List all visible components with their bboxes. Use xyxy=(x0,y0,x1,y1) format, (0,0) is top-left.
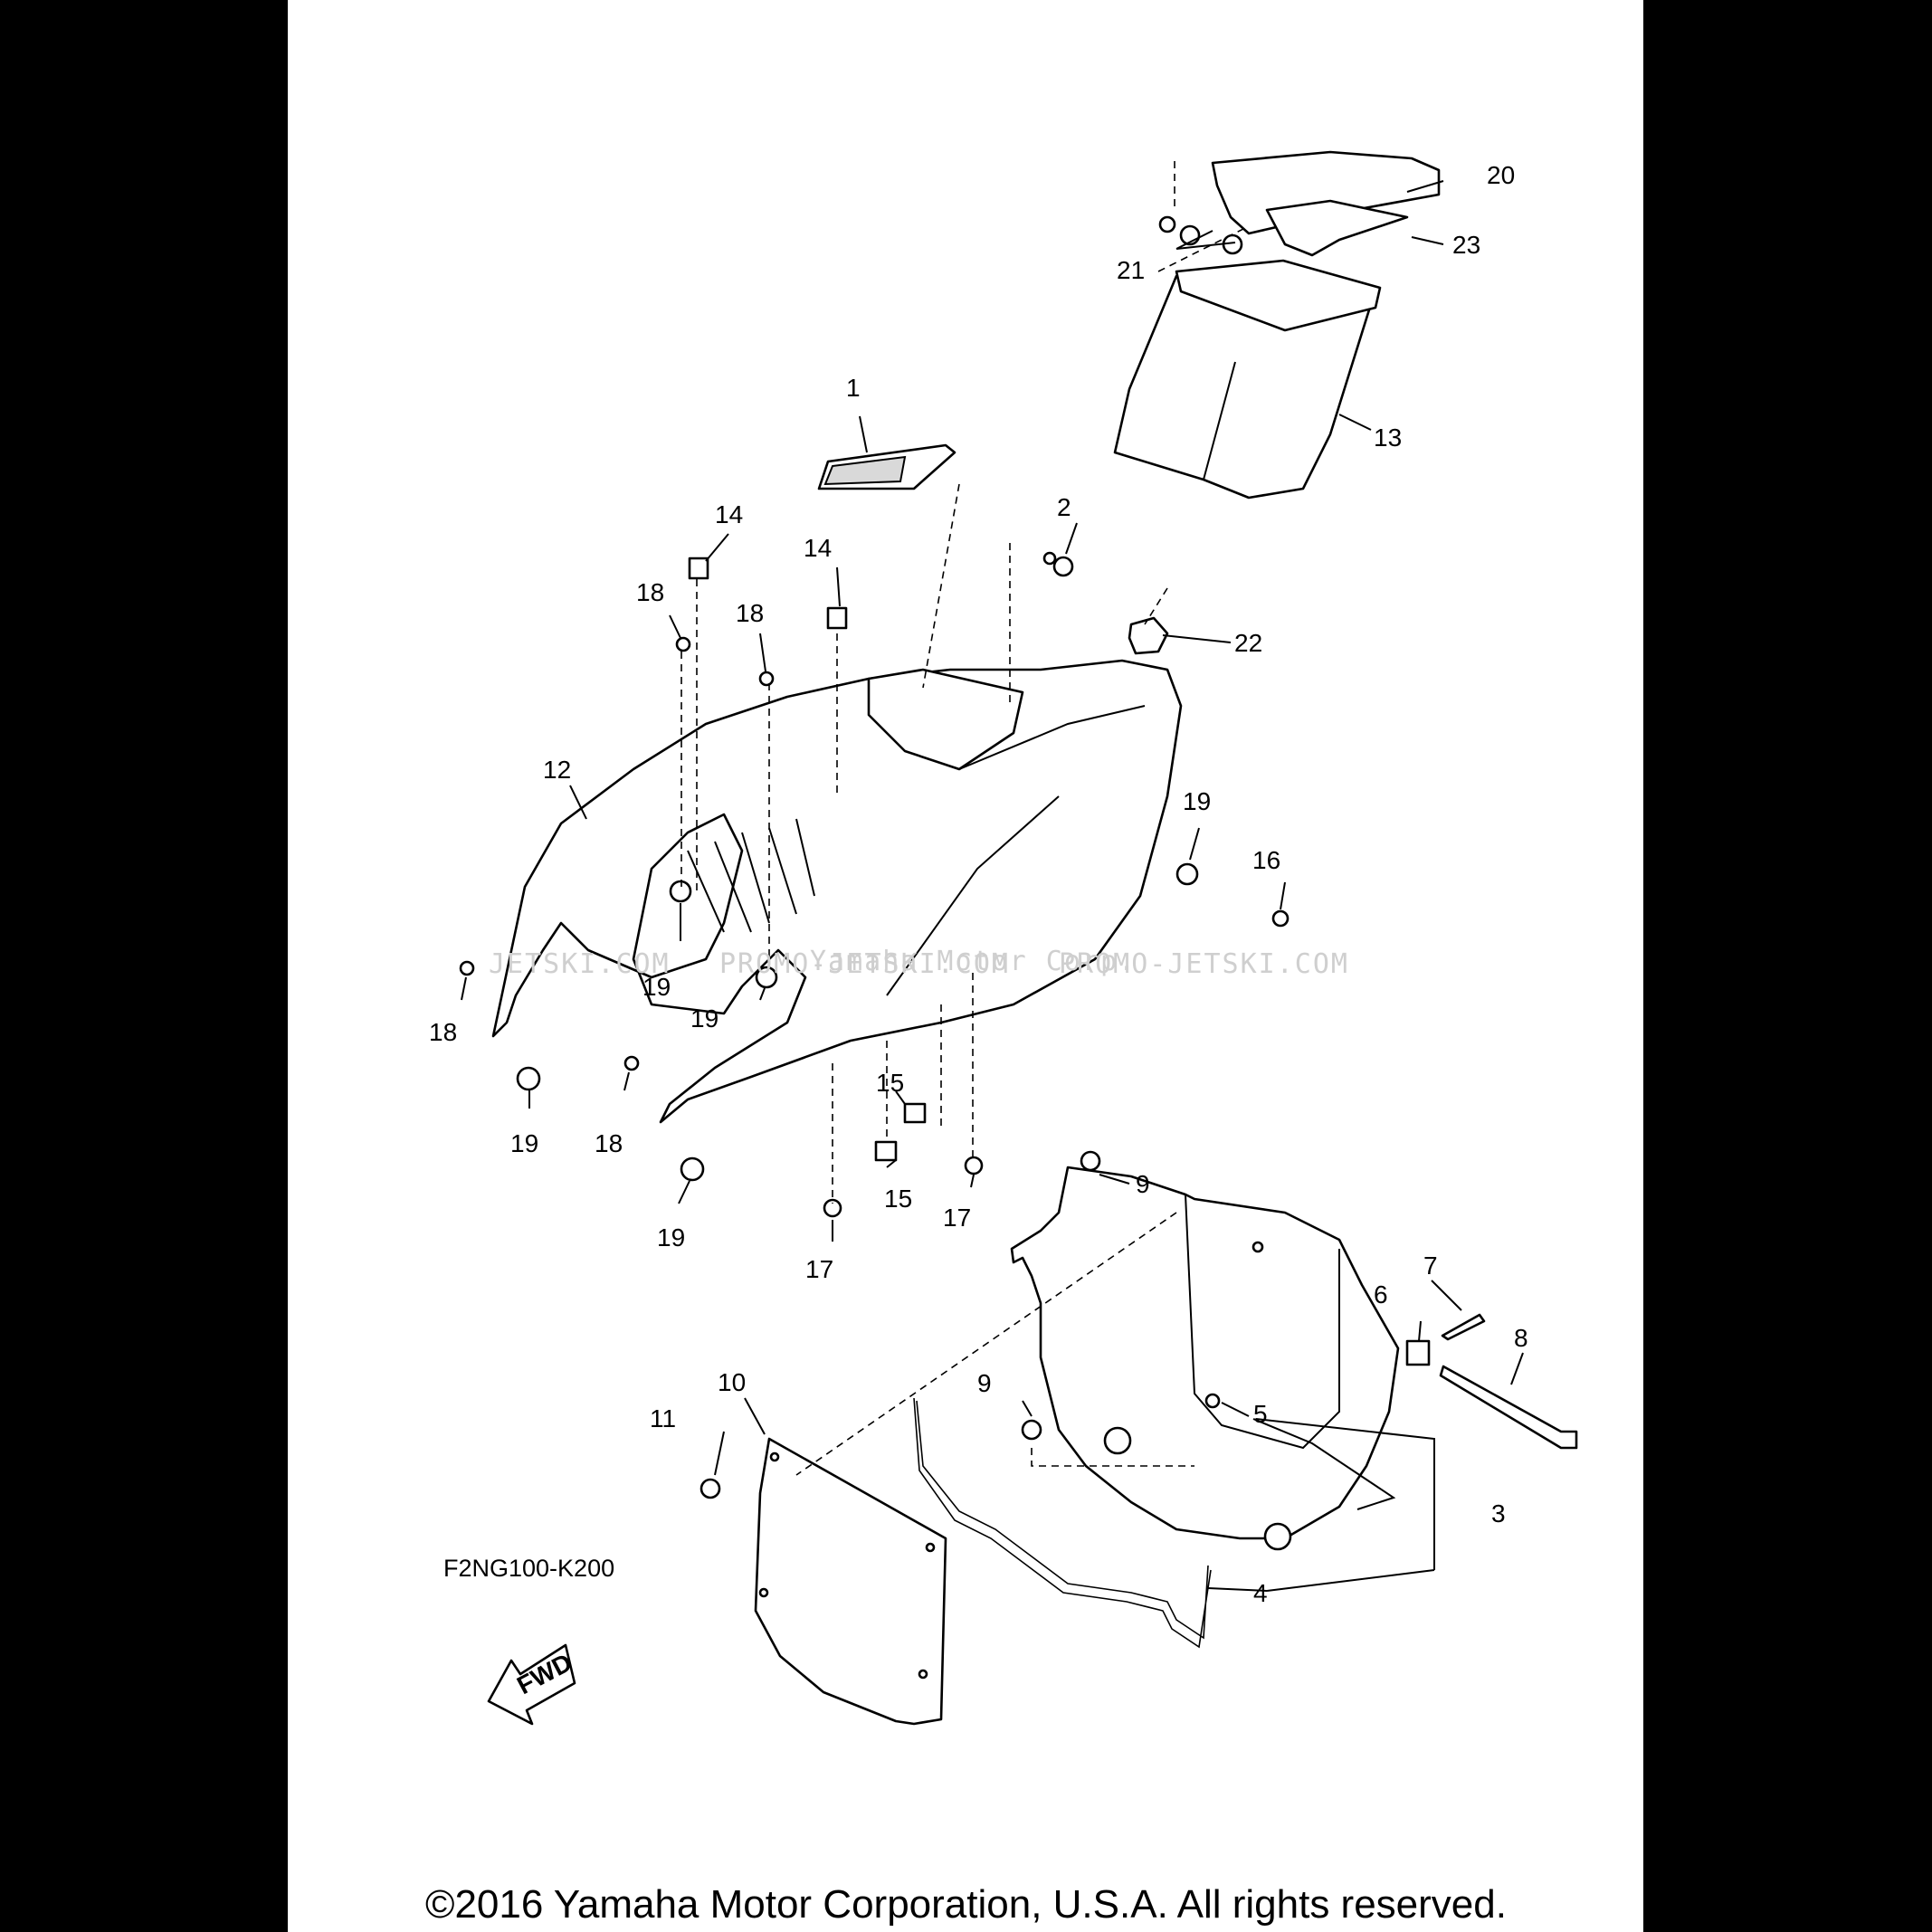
forward-arrow-icon: FWD xyxy=(487,1643,576,1726)
leader-lines xyxy=(461,180,1524,1592)
part-20-cover xyxy=(1211,150,1441,257)
callout-19d: 19 xyxy=(510,1129,538,1157)
callout-18d: 18 xyxy=(595,1129,623,1157)
callout-19e: 19 xyxy=(657,1223,685,1252)
callout-19b: 19 xyxy=(690,1004,719,1033)
part-12-deck xyxy=(491,659,1183,1124)
part-19-nut-e xyxy=(680,1156,705,1182)
part-3-tray xyxy=(1010,1166,1400,1551)
callout-7: 7 xyxy=(1423,1252,1438,1280)
part-9-screw-b xyxy=(1021,1419,1042,1441)
callout-12: 12 xyxy=(543,756,571,784)
callout-9b: 9 xyxy=(977,1369,992,1397)
part-8-band xyxy=(1439,1365,1578,1450)
callout-19a: 19 xyxy=(642,973,671,1001)
part-2-bolt xyxy=(1042,551,1074,577)
part-16-bolt xyxy=(1271,909,1290,928)
copyright-notice: ©2016 Yamaha Motor Corporation, U.S.A. A… xyxy=(425,1882,1507,1927)
callout-18a: 18 xyxy=(636,578,664,606)
callout-labels: 1 2 3 4 5 6 7 8 9 9 10 11 12 13 14 14 15… xyxy=(429,161,1528,1607)
part-17-bolt-a xyxy=(964,1156,984,1175)
callout-17a: 17 xyxy=(943,1204,971,1232)
callout-2: 2 xyxy=(1057,493,1071,521)
callout-15a: 15 xyxy=(876,1069,904,1097)
part-14-grommet-a xyxy=(688,557,709,580)
part-13-storage-bin xyxy=(1113,259,1382,500)
watermark-overlay: Yamaha Motor Corp. xyxy=(810,946,1137,977)
callout-16: 16 xyxy=(1252,846,1280,874)
callout-9a: 9 xyxy=(1136,1170,1150,1198)
part-5-rivet xyxy=(1204,1393,1221,1409)
callout-20: 20 xyxy=(1487,161,1515,189)
part-18-screw-d xyxy=(623,1055,640,1071)
watermark-right: PROMO-JETSKI.COM xyxy=(1059,948,1349,980)
part-7-pin xyxy=(1441,1313,1486,1341)
callout-6: 6 xyxy=(1374,1280,1388,1309)
callout-21: 21 xyxy=(1117,256,1145,284)
watermark-left: JETSKI.COM xyxy=(489,948,671,980)
diagram-code: F2NG100-K200 xyxy=(443,1555,615,1582)
part-10-plate xyxy=(754,1437,947,1726)
part-14-grommet-b xyxy=(826,606,848,630)
part-19-nut-d xyxy=(516,1066,541,1091)
callout-14a: 14 xyxy=(715,500,743,528)
part-15-nut-b xyxy=(874,1140,898,1162)
part-11-bolt xyxy=(700,1478,721,1499)
part-4-seal xyxy=(913,1397,1212,1649)
part-19-nut-b xyxy=(755,966,778,989)
callout-22: 22 xyxy=(1234,629,1262,657)
watermark-mid: PROMO-JETSKI.COM xyxy=(719,948,1010,980)
callout-14b: 14 xyxy=(804,534,832,562)
part-9-screw-a xyxy=(1080,1150,1101,1172)
part-17-bolt-b xyxy=(823,1198,842,1218)
callout-19c: 19 xyxy=(1183,787,1211,815)
callout-18c: 18 xyxy=(429,1018,457,1046)
part-18-screw-a xyxy=(675,636,691,652)
part-21-clips xyxy=(1157,161,1250,272)
callout-13: 13 xyxy=(1374,424,1402,452)
callout-23: 23 xyxy=(1452,231,1480,259)
callout-3: 3 xyxy=(1491,1499,1506,1528)
part-19-nut-a xyxy=(669,880,692,903)
callout-5: 5 xyxy=(1253,1400,1268,1428)
part-18-screw-b xyxy=(758,671,775,687)
callout-17b: 17 xyxy=(805,1255,833,1283)
callout-10: 10 xyxy=(718,1368,746,1396)
callout-8: 8 xyxy=(1514,1324,1528,1352)
part-1-vent xyxy=(817,443,956,490)
callout-11: 11 xyxy=(650,1404,676,1432)
part-22-clip xyxy=(1128,616,1169,655)
callout-1: 1 xyxy=(846,374,861,402)
callout-18b: 18 xyxy=(736,599,764,627)
part-18-screw-c xyxy=(459,960,475,976)
callout-15b: 15 xyxy=(884,1185,912,1213)
part-6-clamp xyxy=(1405,1339,1431,1366)
callout-4: 4 xyxy=(1253,1579,1268,1607)
part-15-nut-a xyxy=(903,1102,927,1124)
part-19-nut-c xyxy=(1175,862,1199,886)
